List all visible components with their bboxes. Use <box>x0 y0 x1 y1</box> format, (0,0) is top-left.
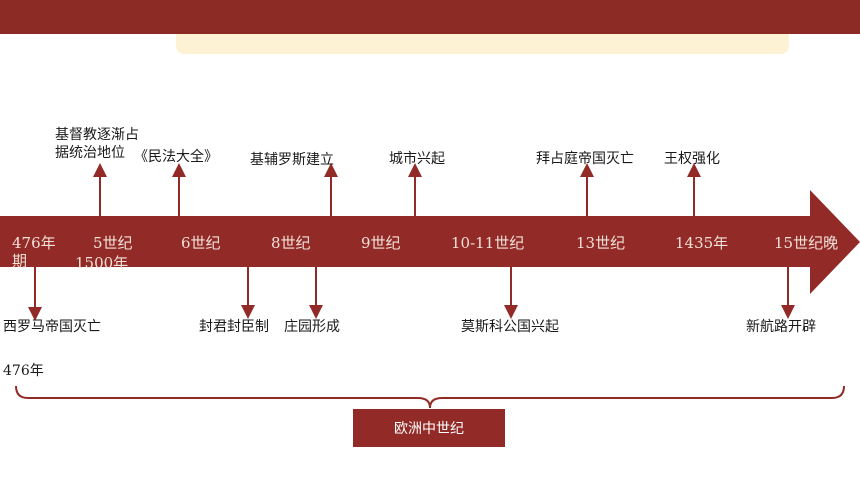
event-western-rome: 西罗马帝国灭亡 <box>3 319 101 335</box>
event-cities: 城市兴起 <box>389 151 445 167</box>
tick-5th-century: 5世纪 <box>93 234 133 252</box>
tick-10-11th-century: 10-11世纪 <box>451 234 525 252</box>
tick-late-15th-century: 15世纪晚 <box>774 234 839 252</box>
tick-1500: 1500年 <box>75 254 129 272</box>
tick-1435: 1435年 <box>675 234 729 252</box>
event-kievan-rus: 基辅罗斯建立 <box>250 152 334 168</box>
event-moscow: 莫斯科公国兴起 <box>461 319 559 335</box>
event-civil-code: 《民法大全》 <box>134 149 218 165</box>
tick-13th-century: 13世纪 <box>576 234 626 252</box>
tick-476: 476年 <box>12 234 56 252</box>
tick-8th-century: 8世纪 <box>271 234 311 252</box>
tick-9th-century: 9世纪 <box>361 234 401 252</box>
event-byzantium: 拜占庭帝国灭亡 <box>536 151 634 167</box>
era-label: 欧洲中世纪 <box>353 409 505 447</box>
event-royal-power: 王权强化 <box>664 151 720 167</box>
event-new-routes: 新航路开辟 <box>746 319 816 335</box>
timeline-axis <box>0 216 812 267</box>
event-feudal: 封君封臣制 <box>199 319 269 335</box>
timeline-arrowhead <box>810 190 860 294</box>
title-banner <box>176 34 789 54</box>
event-western-rome-year: 476年 <box>3 363 44 379</box>
event-manor: 庄园形成 <box>284 319 340 335</box>
tick-6th-century: 6世纪 <box>181 234 221 252</box>
event-christianity: 基督教逐渐占据统治地位 <box>55 127 139 161</box>
era-bracket <box>15 385 845 409</box>
tick-476-suffix: 期 <box>12 252 28 270</box>
header-bar <box>0 0 860 34</box>
